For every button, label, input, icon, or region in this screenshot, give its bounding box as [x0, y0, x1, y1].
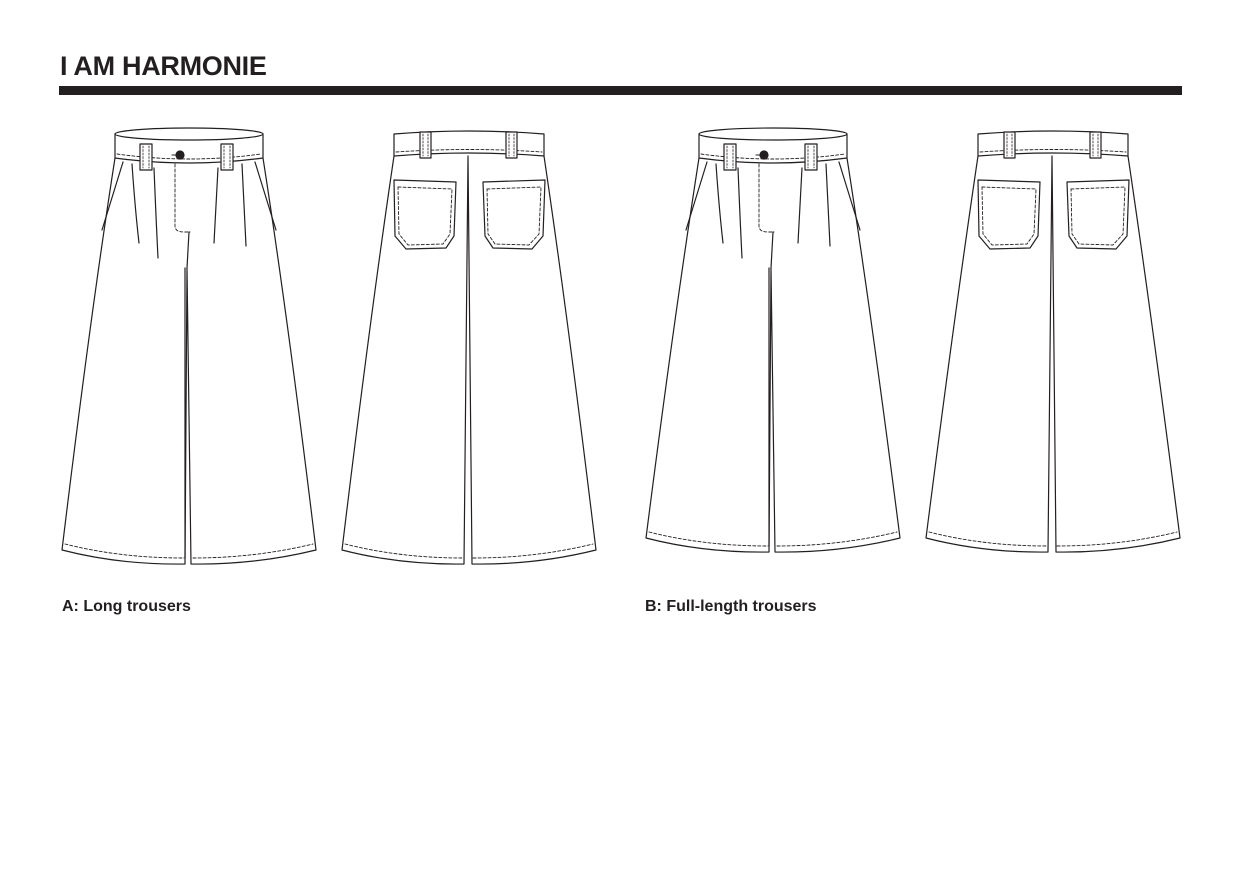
sketch-b-front — [644, 118, 904, 578]
sketch-a-back — [340, 118, 600, 578]
sketch-b-back — [924, 118, 1184, 578]
caption-a: A: Long trousers — [62, 598, 191, 615]
caption-b: B: Full-length trousers — [645, 598, 817, 615]
sketch-a-front — [60, 118, 320, 578]
title-rule — [59, 86, 1182, 95]
page-title: I AM HARMONIE — [60, 51, 267, 81]
